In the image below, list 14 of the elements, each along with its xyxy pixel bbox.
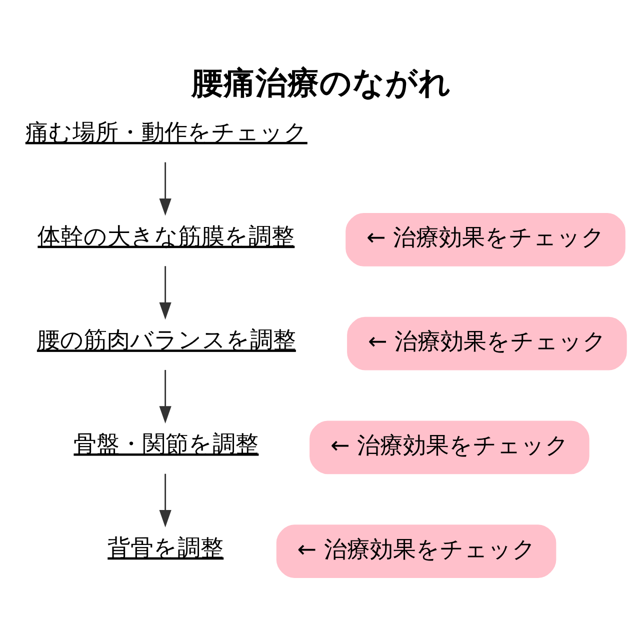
node-box: ← 治療効果をチェック bbox=[276, 524, 556, 578]
arrow bbox=[159, 162, 172, 216]
node-box: ← 治療効果をチェック bbox=[310, 420, 590, 474]
node-text: 骨盤・関節を調整 bbox=[74, 430, 259, 457]
node-box: ← 治療効果をチェック bbox=[346, 212, 626, 266]
node-text: 痛む場所・動作をチェック bbox=[25, 119, 308, 146]
arrow bbox=[159, 473, 172, 527]
node-text: 腰の筋肉バランスを調整 bbox=[36, 327, 296, 354]
arrow bbox=[159, 266, 172, 320]
node-text: 背骨を調整 bbox=[108, 534, 224, 561]
diagram-title: 腰痛治療のながれ bbox=[192, 64, 452, 101]
node-text: 体幹の大きな筋膜を調整 bbox=[38, 223, 295, 250]
arrow bbox=[159, 369, 172, 423]
node-box: ← 治療効果をチェック bbox=[347, 316, 627, 370]
